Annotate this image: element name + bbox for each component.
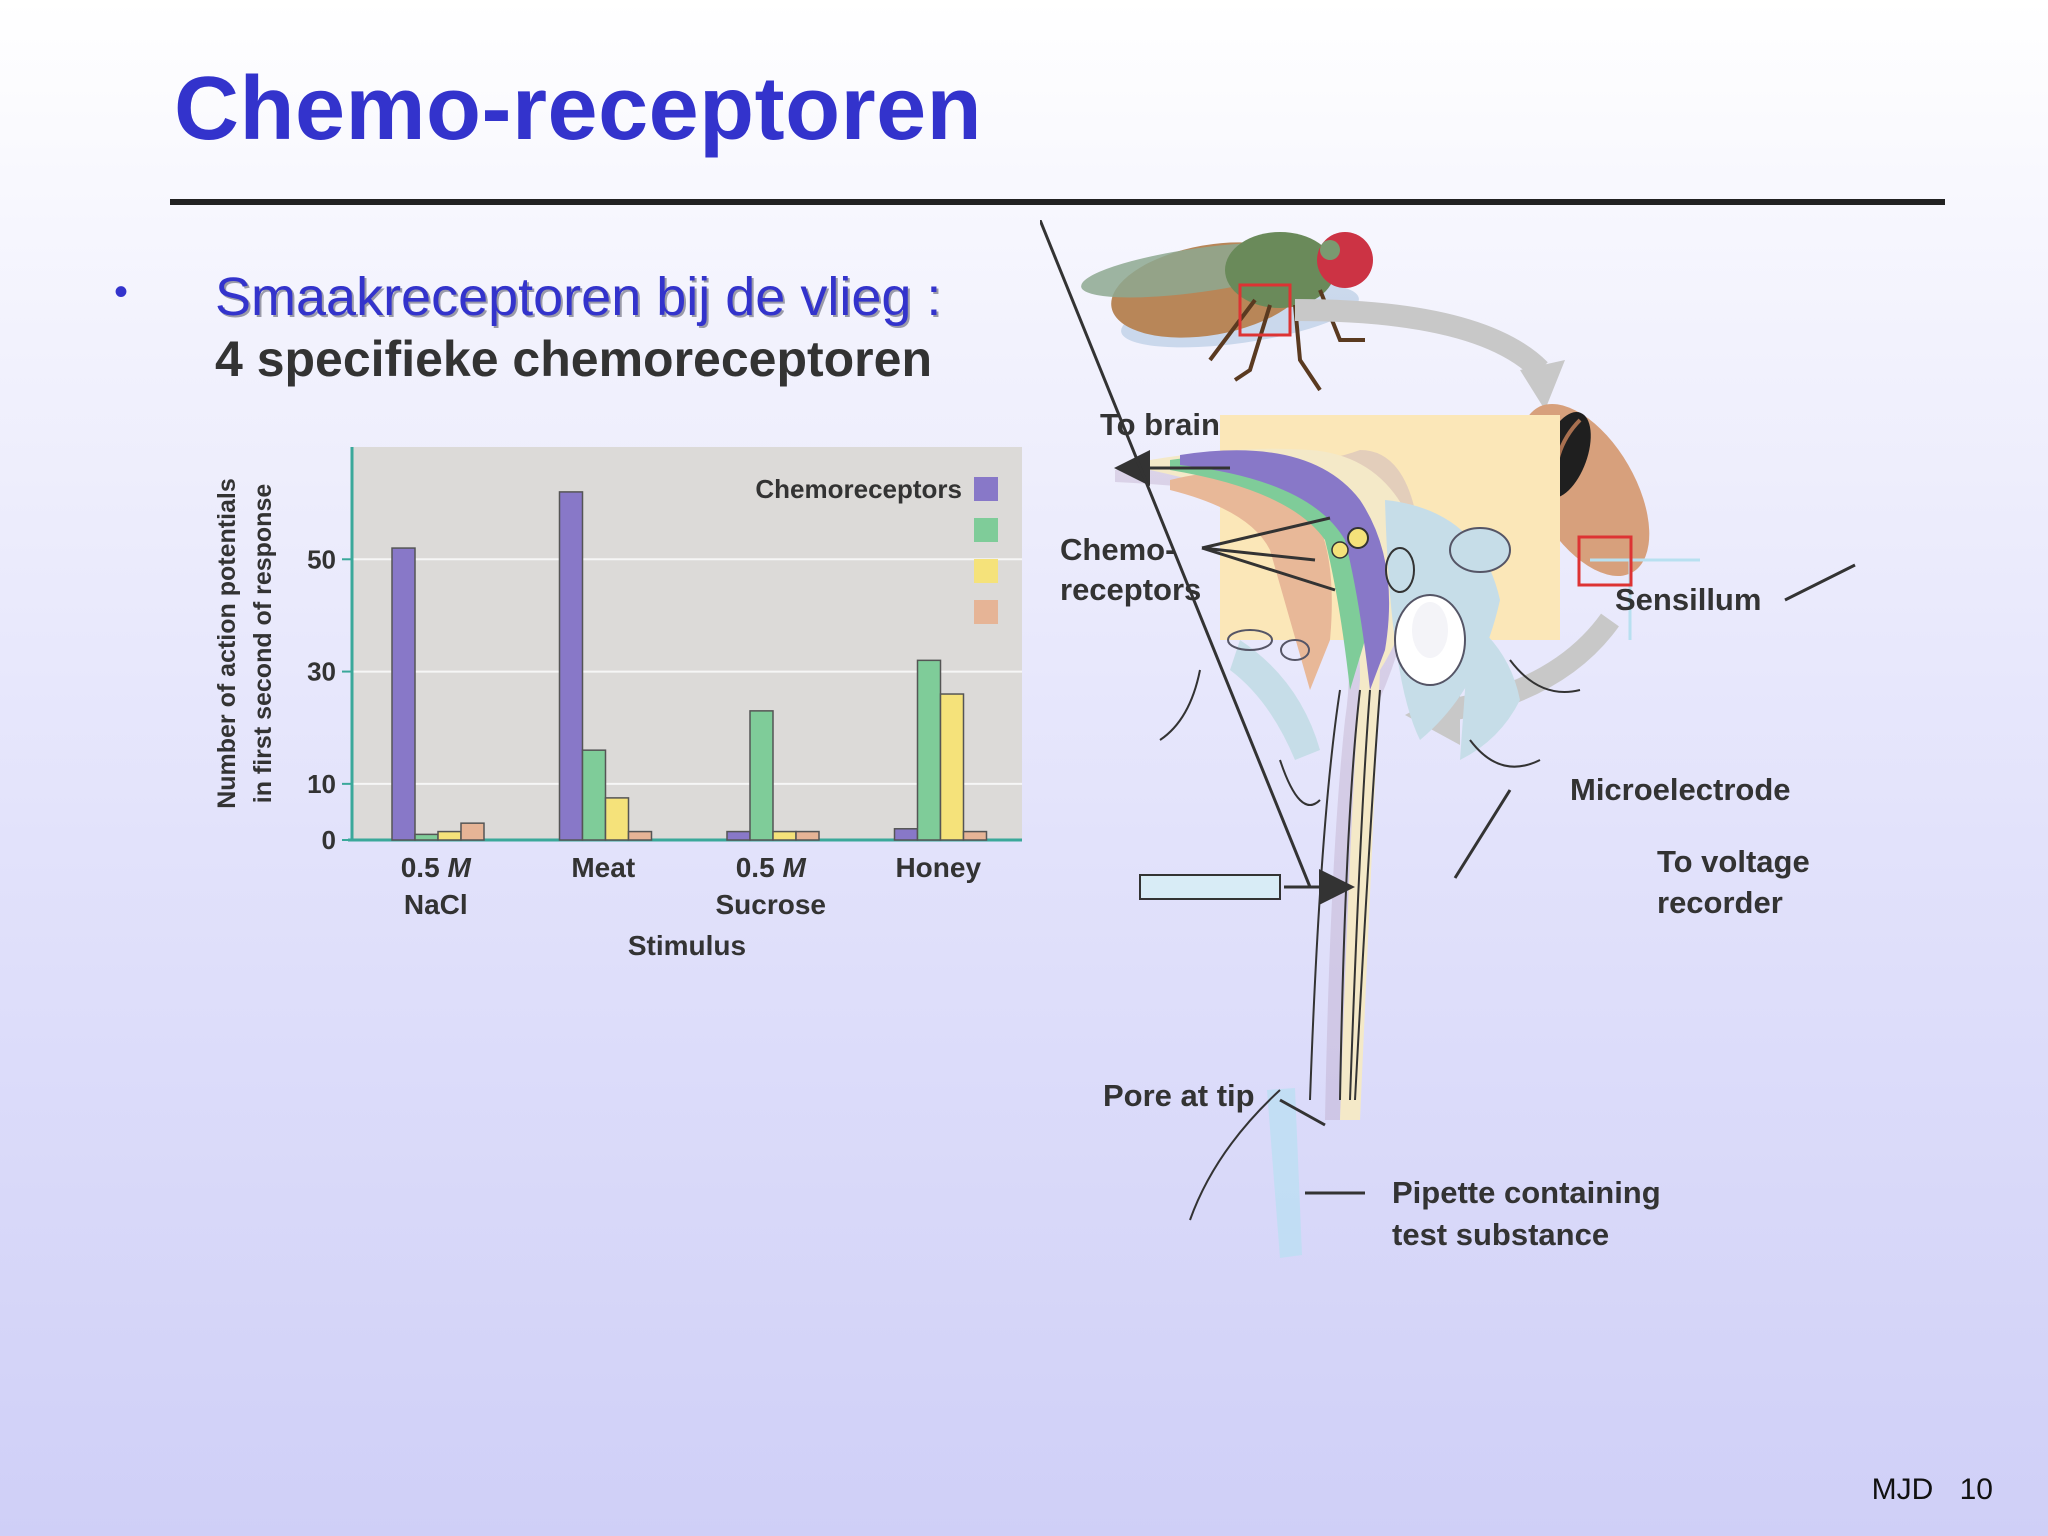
label-pipette-1: Pipette containing <box>1392 1175 1661 1210</box>
y-tick-label: 30 <box>307 657 336 687</box>
label-pipette-2: test substance <box>1392 1217 1609 1252</box>
page-number: 10 <box>1959 1473 1993 1506</box>
zoom-arrow-1-head <box>1520 360 1565 410</box>
bar <box>939 693 965 841</box>
bar <box>749 710 774 841</box>
y-axis-label: Number of action potentials <box>213 478 241 809</box>
bar <box>795 830 820 841</box>
title-divider <box>170 199 1945 205</box>
x-tick-label: 0.5 M <box>401 852 472 883</box>
bar <box>604 797 630 841</box>
zoom-box-2 <box>1577 535 1633 587</box>
slide-footer: MJD 10 <box>1872 1473 1993 1507</box>
bar <box>893 828 919 841</box>
bar <box>627 830 653 841</box>
sensillum-cross-section <box>1115 415 1581 1258</box>
bar <box>414 833 439 841</box>
bar <box>558 491 584 841</box>
label-chemo-receptors-2: receptors <box>1060 572 1201 607</box>
label-pointers <box>1040 220 1856 1195</box>
legend-swatch <box>974 518 998 542</box>
y-tick-label: 0 <box>322 825 336 855</box>
bar <box>916 659 942 841</box>
legend-swatch <box>974 600 998 624</box>
zoom-box-1 <box>1238 283 1292 337</box>
bullet-marker: • <box>114 270 129 314</box>
bar <box>726 830 751 841</box>
label-to-voltage-2: recorder <box>1657 885 1783 920</box>
legend-swatch <box>974 477 998 501</box>
x-tick-label-line2: Sucrose <box>716 889 827 920</box>
x-tick-label: Honey <box>895 852 981 883</box>
x-tick-label: 0.5 M <box>736 852 807 883</box>
legend-swatch <box>974 559 998 583</box>
label-pore-at-tip: Pore at tip <box>1103 1078 1255 1113</box>
bar <box>460 822 485 841</box>
bar <box>772 830 797 841</box>
bar <box>581 749 607 841</box>
label-chemo-receptors-1: Chemo- <box>1060 532 1175 567</box>
label-sensillum: Sensillum <box>1615 582 1761 617</box>
label-to-voltage-1: To voltage <box>1657 844 1810 879</box>
footer-author: MJD <box>1871 1473 1934 1506</box>
fly-sensillum-diagram: To brain Chemo- receptors Sensillum Micr… <box>1040 220 1856 1258</box>
bullet-subtext: 4 specifieke chemoreceptoren <box>215 331 932 387</box>
bar <box>437 830 462 841</box>
bar <box>391 547 416 841</box>
legend-title: Chemoreceptors <box>755 474 962 504</box>
plot-area <box>352 447 1022 840</box>
x-axis-label: Stimulus <box>628 930 746 961</box>
y-axis-label: in first second of response <box>249 484 277 804</box>
bullet-heading: Smaakreceptoren bij de vlieg : <box>215 267 942 327</box>
bar <box>962 830 988 841</box>
label-microelectrode: Microelectrode <box>1570 772 1791 807</box>
y-tick-label: 10 <box>307 769 336 799</box>
label-to-brain: To brain <box>1100 407 1220 442</box>
fly-illustration <box>1081 232 1373 392</box>
bar-chart: 0 10 30 50 Number of action potentials in fir… <box>213 447 1022 961</box>
x-tick-label: Meat <box>571 852 635 883</box>
zoom-arrow-1 <box>1294 299 1548 379</box>
x-tick-label-line2: NaCl <box>404 889 468 920</box>
slide-title: Chemo-receptoren <box>174 59 983 159</box>
y-tick-label: 50 <box>307 544 336 574</box>
